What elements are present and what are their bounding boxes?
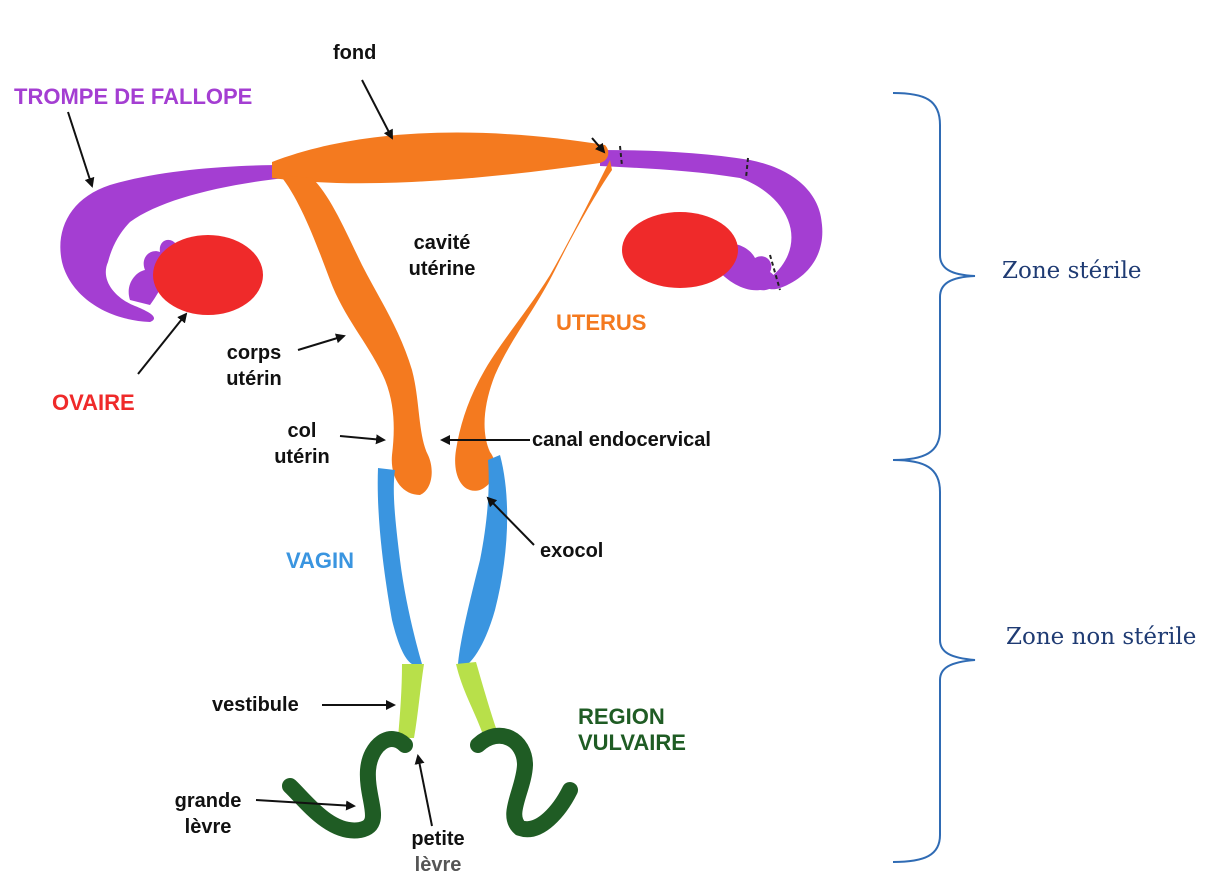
label-cavite-line2: utérine	[392, 256, 492, 282]
label-cavite-line1: cavité	[392, 230, 492, 256]
label-col-line2: utérin	[262, 444, 342, 470]
zone-sterile-label: Zone stérile	[1002, 258, 1142, 284]
label-corps-line2: utérin	[214, 366, 294, 392]
arrow-trompe	[68, 112, 92, 186]
label-petite-line1: petite	[398, 826, 478, 852]
bracket-zone-sterile	[893, 93, 975, 460]
label-grande-levre: grande lèvre	[168, 788, 248, 840]
zone-non-sterile-label: Zone non stérile	[1006, 624, 1196, 650]
label-region-line1: REGION	[578, 704, 686, 730]
vulva-right	[478, 736, 570, 829]
label-col-line1: col	[262, 418, 342, 444]
label-cavite-uterine: cavité utérine	[392, 230, 492, 282]
uterine-fundus	[272, 133, 608, 184]
label-grande-line2: lèvre	[168, 814, 248, 840]
label-canal-endocervical: canal endocervical	[532, 427, 711, 453]
arrow-ovaire	[138, 314, 186, 374]
arrow-corps	[298, 336, 344, 350]
arrow-col	[340, 436, 384, 440]
label-petite-levre: petite lèvre	[398, 826, 478, 878]
label-uterus: UTERUS	[556, 310, 646, 336]
label-ovaire: OVAIRE	[52, 390, 135, 416]
arrow-petite-levre	[418, 756, 432, 826]
vagina-left-wall	[378, 468, 422, 664]
label-vagin: VAGIN	[286, 548, 354, 574]
label-corps-line1: corps	[214, 340, 294, 366]
label-fond: fond	[333, 40, 376, 66]
label-exocol: exocol	[540, 538, 603, 564]
vestibule-right	[456, 662, 496, 732]
label-region-line2: VULVAIRE	[578, 730, 686, 756]
left-ovary	[153, 235, 263, 315]
label-petite-line2: lèvre	[398, 852, 478, 878]
vestibule-left	[398, 664, 424, 738]
arrow-fond	[362, 80, 392, 138]
label-region-vulvaire: REGION VULVAIRE	[578, 704, 686, 756]
vulva-left	[290, 739, 405, 830]
label-trompe-de-fallope: TROMPE DE FALLOPE	[14, 84, 252, 110]
label-grande-line1: grande	[168, 788, 248, 814]
label-corps-uterin: corps utérin	[214, 340, 294, 392]
label-col-uterin: col utérin	[262, 418, 342, 470]
bracket-zone-non-sterile	[893, 460, 975, 862]
right-ovary	[622, 212, 738, 288]
label-vestibule: vestibule	[212, 692, 299, 718]
